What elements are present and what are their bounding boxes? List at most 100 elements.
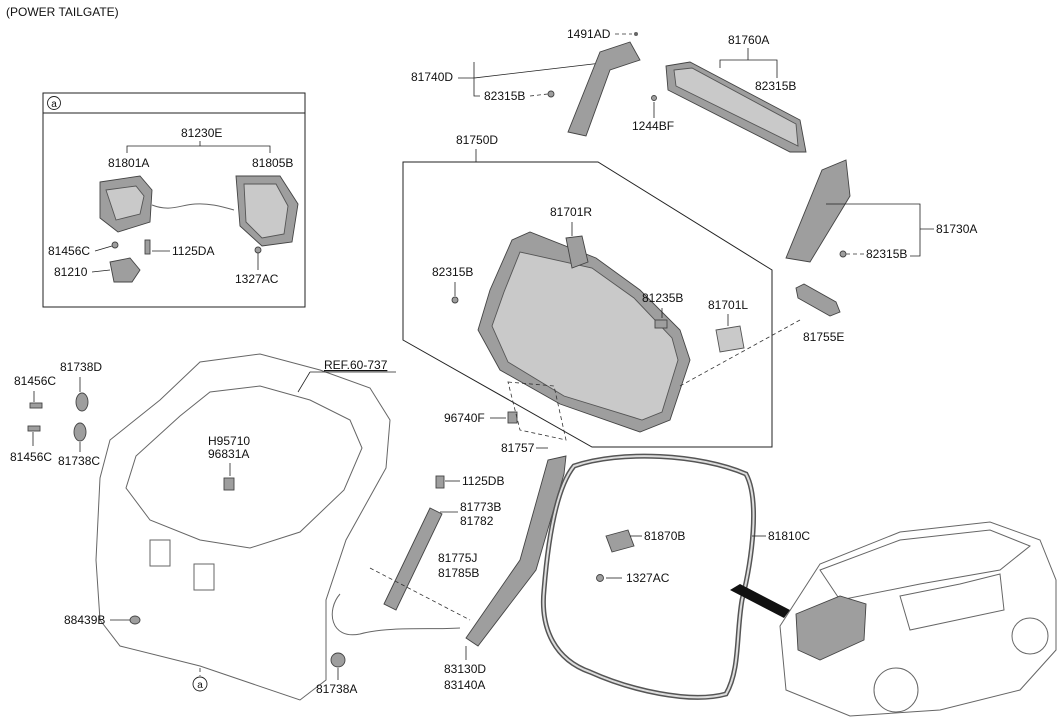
- tailgate-trim-face: [491, 251, 679, 421]
- label-96740F: 96740F: [444, 411, 485, 425]
- handle-81755E: [795, 283, 841, 317]
- label-81740D: 81740D: [411, 70, 453, 84]
- wiring-harness: [331, 593, 461, 636]
- label-81805B: 81805B: [252, 156, 293, 170]
- clip-1491AD: [634, 32, 638, 36]
- vehicle-tailgate-highlight: [795, 595, 867, 661]
- leader-81740D: [458, 61, 611, 97]
- clip-82315B-left: [451, 296, 459, 304]
- upper-trim-face: [673, 67, 799, 147]
- bolt-1125DB: [435, 475, 445, 489]
- detail-marker-text: a: [51, 99, 57, 110]
- label-82315B-topright: 82315B: [755, 79, 796, 93]
- grille-81701L: [715, 325, 745, 353]
- label-81701L: 81701L: [708, 298, 748, 312]
- part-81235B: [654, 319, 668, 329]
- detail-marker-circle: [47, 96, 61, 110]
- label-82315B-left: 82315B: [432, 265, 473, 279]
- label-96831A: 96831A: [208, 447, 249, 461]
- grille-81701R: [565, 235, 589, 269]
- label-81456C-a: 81456C: [14, 374, 56, 388]
- bumper-81738C: [73, 422, 87, 442]
- clip-82315B-top: [547, 90, 555, 98]
- pillar-trim-81740D: [567, 41, 641, 137]
- pillar-trim-81730A: [785, 159, 851, 263]
- label-88439B: 88439B: [64, 613, 105, 627]
- label-81801A: 81801A: [108, 156, 149, 170]
- dash-81757: [507, 381, 567, 441]
- label-81750D: 81750D: [456, 133, 498, 147]
- label-81738A: 81738A: [316, 682, 357, 696]
- label-83140A: 83140A: [444, 678, 485, 692]
- tailgate-outer: [95, 353, 391, 701]
- label-81785B: 81785B: [438, 566, 479, 580]
- label-81757: 81757: [501, 441, 535, 455]
- leader-81730A: [826, 203, 934, 257]
- leader-81230E: [126, 141, 271, 153]
- control-module-face: [243, 183, 289, 239]
- camera-96831A: [223, 477, 235, 491]
- label-81230E: 81230E: [181, 126, 222, 140]
- bumper-81738A: [330, 652, 346, 668]
- weatherstrip-highlight: [542, 455, 755, 699]
- dash-81755E: [679, 319, 801, 387]
- label-1125DA: 1125DA: [172, 244, 214, 258]
- vehicle-rear-wheel: [873, 667, 919, 713]
- label-81775J: 81775J: [438, 551, 477, 565]
- nut-1327AC-box: [254, 246, 262, 254]
- screw-81456C-box: [111, 241, 119, 249]
- leader-81210: [91, 269, 111, 273]
- callout-marker-text: a: [197, 680, 203, 691]
- latch-cable: [151, 203, 235, 211]
- strut-81773B: [383, 507, 443, 611]
- part-88439B: [129, 615, 141, 625]
- label-81738C: 81738C: [58, 454, 100, 468]
- clip-82315B-right: [839, 250, 847, 258]
- label-H95710: H95710: [208, 434, 250, 448]
- label-81773B: 81773B: [460, 500, 501, 514]
- label-81760A: 81760A: [728, 33, 769, 47]
- label-81782: 81782: [460, 514, 494, 528]
- striker-81210: [109, 257, 141, 283]
- label-1244BF: 1244BF: [632, 119, 674, 133]
- label-81210: 81210: [54, 265, 88, 279]
- label-81738D: 81738D: [60, 360, 102, 374]
- label-1327AC: 1327AC: [626, 571, 670, 585]
- switch-96740F: [507, 411, 518, 424]
- label-81701R: 81701R: [550, 205, 592, 219]
- side-trim-83130D: [465, 455, 567, 647]
- tailgate-window-opening: [125, 385, 363, 549]
- label-82315B-top: 82315B: [484, 89, 525, 103]
- screw-81456C-a: [29, 402, 43, 409]
- bumper-81738D: [75, 392, 89, 412]
- detail-box-frame: [42, 92, 306, 308]
- dash-strut: [369, 567, 471, 621]
- trim-panel-frame: [402, 161, 773, 448]
- callout-marker-circle: [192, 676, 208, 692]
- label-81755E: 81755E: [803, 330, 844, 344]
- detail-box-a: a 81230E 81801A 81805B 81456C 1125DA 812…: [42, 92, 306, 308]
- label-81456C-box: 81456C: [48, 244, 90, 258]
- leader-81760A: [719, 48, 778, 78]
- screw-81456C-b: [27, 425, 41, 432]
- ref-label: REF.60-737: [324, 358, 388, 372]
- vehicle-front-wheel: [1011, 617, 1049, 655]
- diagram-title: (POWER TAILGATE): [6, 5, 119, 19]
- nut-1327AC: [596, 574, 604, 582]
- ref-leader: [297, 371, 311, 393]
- label-81456C-b: 81456C: [10, 450, 52, 464]
- label-83130D: 83130D: [444, 662, 486, 676]
- leader-82315B-top: [529, 93, 549, 97]
- label-81810C: 81810C: [768, 529, 810, 543]
- module-81870B: [605, 529, 635, 553]
- tailgate-hole-right: [193, 563, 215, 591]
- latch-actuator-face: [105, 185, 145, 221]
- tailgate-hole-left: [149, 539, 171, 567]
- screw-1244BF: [651, 95, 657, 101]
- label-81235B: 81235B: [642, 291, 683, 305]
- bolt-1125DA: [144, 239, 151, 255]
- vehicle-body: [779, 521, 1057, 717]
- vehicle-roof: [819, 529, 1031, 601]
